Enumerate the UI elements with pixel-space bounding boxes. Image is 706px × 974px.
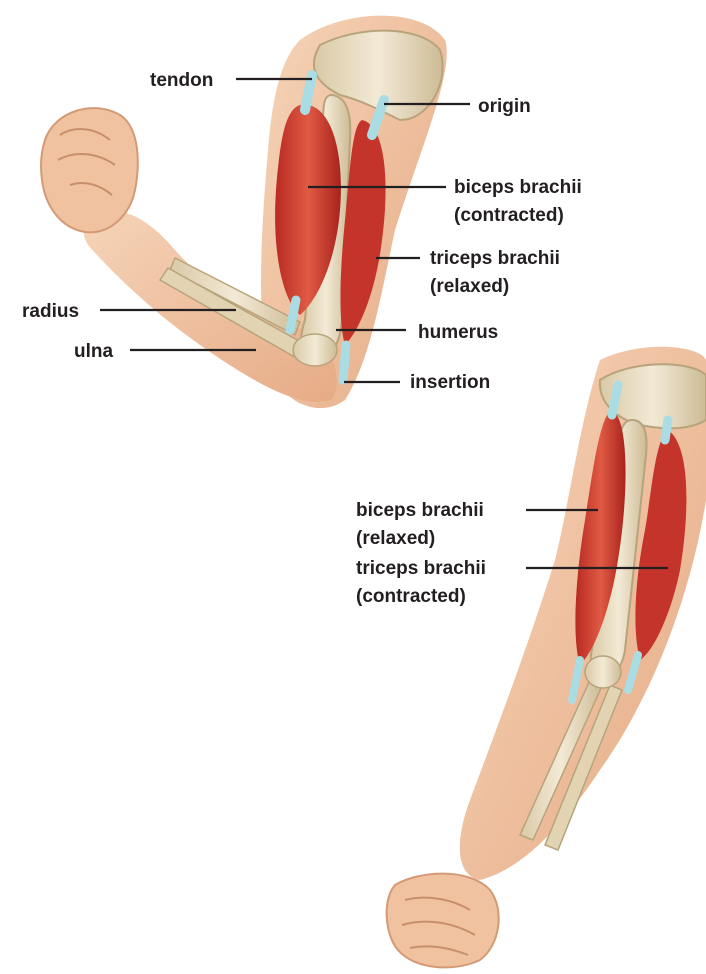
flexed-insertion-tendon (343, 345, 346, 380)
flexed-fist (41, 108, 138, 232)
label-triceps-relaxed-line2: (relaxed) (430, 276, 509, 297)
flexed-elbow-joint (293, 334, 337, 366)
extended-triceps-origin-tendon (665, 420, 668, 440)
label-tendon: tendon (150, 70, 213, 91)
label-biceps-contracted-line1: biceps brachii (454, 177, 582, 198)
label-biceps-relaxed-line2: (relaxed) (356, 528, 435, 549)
flexed-biceps-insertion-tendon (290, 300, 296, 330)
flexed-tendon-top (305, 75, 312, 110)
extended-elbow-joint (585, 656, 621, 688)
extended-fist (387, 874, 499, 968)
label-insertion: insertion (410, 372, 490, 393)
extended-arm-illustration (387, 347, 706, 968)
label-triceps-relaxed-line1: triceps brachii (430, 248, 560, 269)
label-triceps-contracted-line2: (contracted) (356, 586, 466, 607)
label-humerus: humerus (418, 322, 498, 343)
label-biceps-contracted-line2: (contracted) (454, 205, 564, 226)
label-ulna: ulna (74, 341, 113, 362)
extended-biceps-origin-tendon (612, 385, 618, 415)
label-origin: origin (478, 96, 531, 117)
label-triceps-contracted-line1: triceps brachii (356, 558, 486, 579)
label-biceps-relaxed-line1: biceps brachii (356, 500, 484, 521)
label-radius: radius (22, 301, 79, 322)
